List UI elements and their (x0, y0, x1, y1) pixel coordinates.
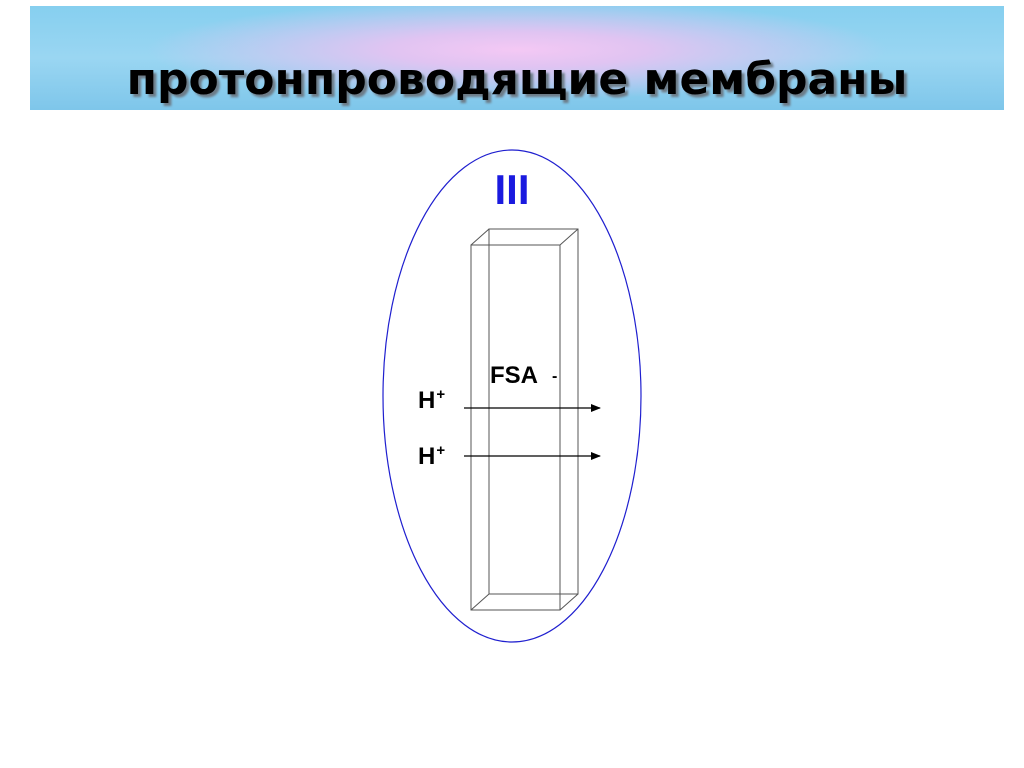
membrane-slab (470, 228, 579, 611)
proton-label-1: H+ (418, 386, 445, 415)
anion-label: FSA (490, 362, 538, 389)
slide-title: протонпроводящие мембраны (126, 54, 908, 105)
membrane-front-face (470, 244, 561, 611)
membrane-edge (559, 593, 579, 611)
proton-symbol: H (418, 443, 436, 470)
membrane-edge (470, 593, 490, 611)
anion-charge: - (552, 368, 558, 385)
proton-charge: + (436, 442, 446, 459)
proton-charge: + (436, 386, 446, 403)
membrane-edge (470, 228, 490, 246)
membrane-edge (559, 228, 579, 246)
enclosing-ellipse (382, 149, 642, 643)
proton-symbol: H (418, 387, 436, 414)
membrane-type-label: III (494, 166, 530, 213)
membrane-back-face (488, 228, 579, 595)
title-banner: протонпроводящие мембраны (30, 6, 1004, 110)
proton-label-2: H+ (418, 442, 445, 471)
